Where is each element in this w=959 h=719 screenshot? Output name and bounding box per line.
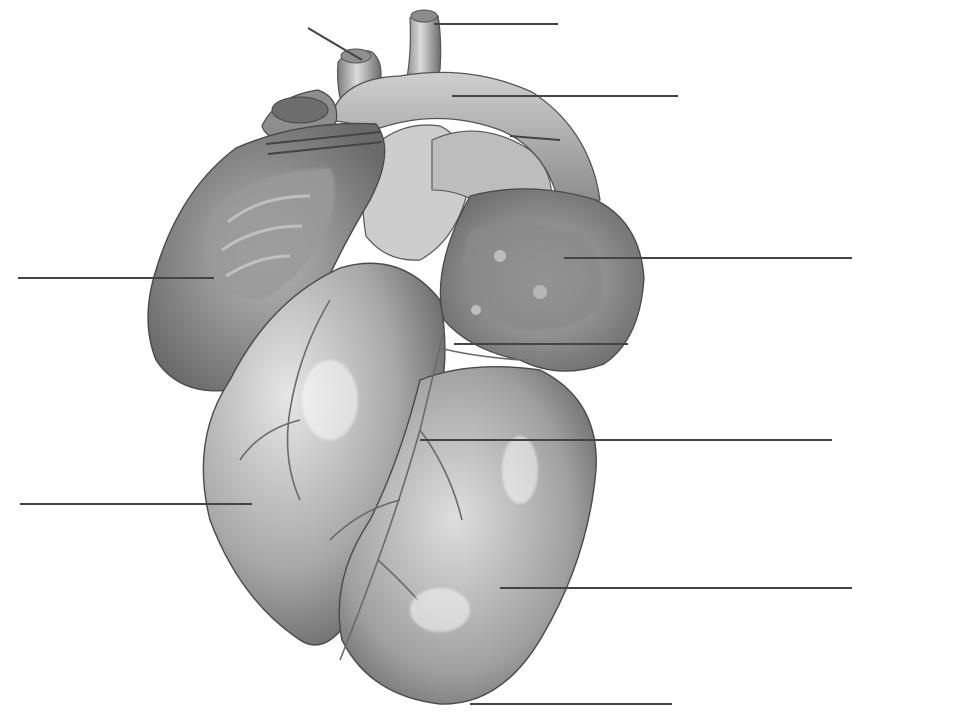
carotid-opening bbox=[411, 10, 437, 22]
leader-line-1 bbox=[308, 28, 362, 60]
vena-cava-opening bbox=[272, 97, 328, 123]
